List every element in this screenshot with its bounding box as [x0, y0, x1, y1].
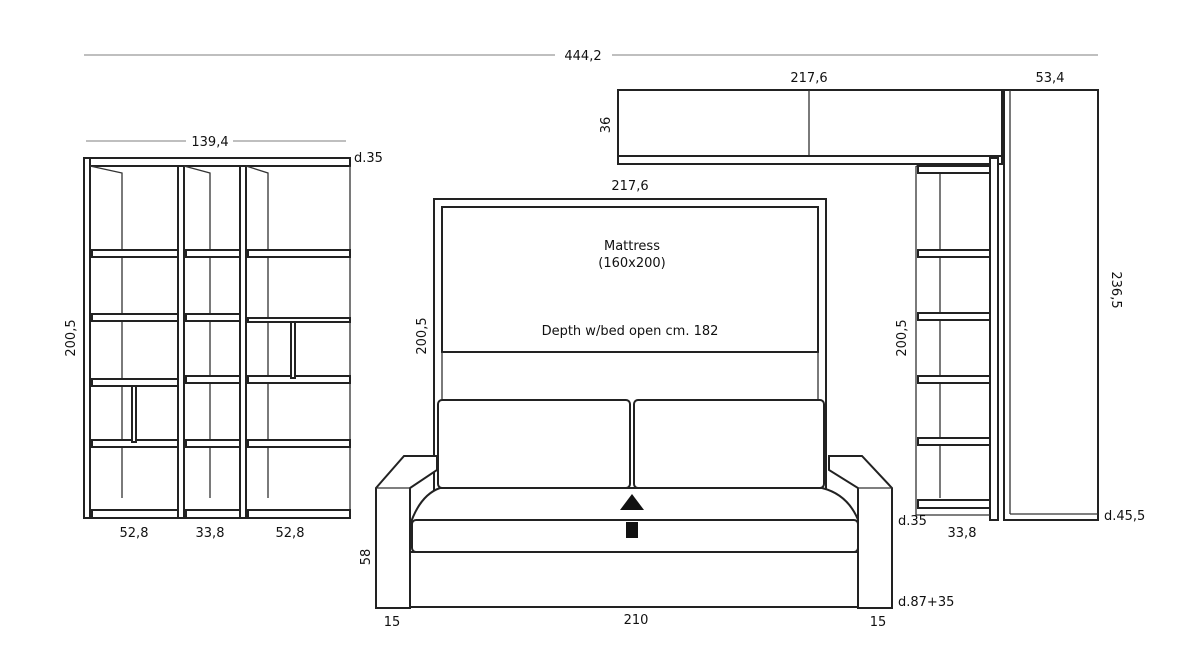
- bookcase-col3-label: 52,8: [276, 526, 305, 541]
- mattress-label: Mattress: [604, 239, 660, 254]
- bed-width-label: 217,6: [611, 179, 648, 194]
- back-cushion-right: [633, 399, 825, 489]
- armrest-left-width-label: 15: [384, 615, 401, 630]
- armrest-right-width-label: 15: [870, 615, 887, 630]
- arrow-up-icon: [626, 522, 638, 538]
- right-shelf-height-label: 200,5: [895, 319, 910, 356]
- bookcase-width-label: 139,4: [191, 135, 228, 150]
- bookcase-height-label: 200,5: [64, 319, 79, 356]
- top-wall-cabinet: 217,6 36: [599, 71, 1003, 165]
- right-shelf-width-label: 33,8: [948, 526, 977, 541]
- bookcase-col2-label: 33,8: [196, 526, 225, 541]
- sofa-depth-label: d.87+35: [898, 595, 954, 610]
- overall-width-label: 444,2: [564, 49, 601, 64]
- overall-width-dimension: 444,2: [84, 49, 1098, 64]
- left-bookcase: 139,4 d.35 200,5 52,8 33,8 52,8: [64, 135, 383, 541]
- bookcase-col1-label: 52,8: [120, 526, 149, 541]
- mattress-size-label: (160x200): [598, 256, 665, 271]
- tall-cabinet-depth-label: d.45,5: [1104, 509, 1145, 524]
- top-cabinet-height-label: 36: [599, 117, 614, 134]
- wall-bed-with-sofa: 217,6 200,5 Mattress (160x200) Depth w/b…: [359, 179, 954, 630]
- top-cabinet-width-label: 217,6: [790, 71, 827, 86]
- bookcase-depth-label: d.35: [354, 151, 383, 166]
- tall-wardrobe: 53,4 236,5 d.45,5: [1003, 71, 1145, 524]
- back-cushion-left: [437, 399, 631, 489]
- sofa-base: [409, 551, 861, 608]
- tall-cabinet-height-label: 236,5: [1108, 271, 1123, 308]
- right-shelf-unit: 200,5 d.35 33,8: [895, 157, 999, 541]
- arrow-up-icon-head: [620, 494, 644, 510]
- armrest-left: [375, 455, 438, 609]
- sofa-width-label: 210: [624, 613, 649, 628]
- bed-height-label: 200,5: [415, 317, 430, 354]
- right-shelf-depth-label: d.35: [898, 514, 927, 529]
- tall-cabinet-width-label: 53,4: [1036, 71, 1065, 86]
- armrest-right: [828, 455, 893, 609]
- depth-note-label: Depth w/bed open cm. 182: [542, 324, 719, 339]
- sofa-seat-height-label: 58: [359, 549, 374, 566]
